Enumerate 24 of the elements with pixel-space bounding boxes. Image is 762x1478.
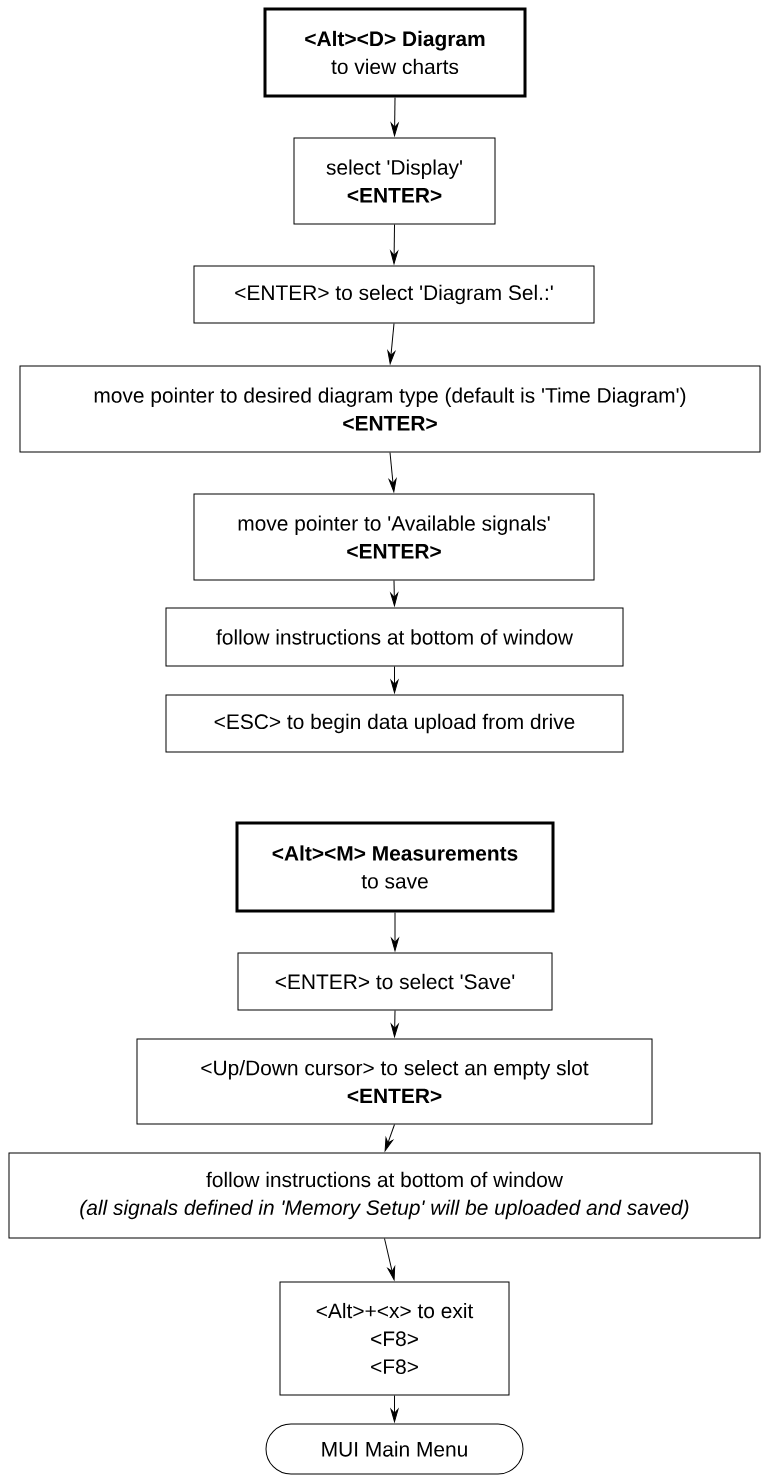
arrow xyxy=(390,1395,399,1423)
arrow xyxy=(390,580,399,607)
process-box: <Alt><M> Measurements to save xyxy=(235,821,555,913)
arrow xyxy=(388,452,397,493)
process-box: follow instructions at bottom of window xyxy=(165,607,624,667)
arrow xyxy=(384,1238,396,1281)
process-box: <Alt><D> Diagram to view charts xyxy=(263,7,527,98)
arrow xyxy=(390,1010,399,1038)
arrow xyxy=(390,224,399,265)
arrow xyxy=(384,1124,395,1152)
arrow xyxy=(391,912,399,952)
process-box: move pointer to desired diagram type (default is 'Time Diagram') <ENTER> xyxy=(19,365,761,453)
process-box: select 'Display' <ENTER> xyxy=(293,137,496,225)
arrow xyxy=(390,97,399,137)
arrow xyxy=(387,323,396,365)
process-box: follow instructions at bottom of window (all signals defined in 'Memory Setup' will be uploaded and saved) xyxy=(8,1152,761,1239)
process-box: <ENTER> to select 'Diagram Sel.:' xyxy=(193,265,595,324)
process-box: <Up/Down cursor> to select an empty slot <ENTER> xyxy=(136,1038,653,1125)
arrow xyxy=(390,666,399,694)
terminal-box: MUI Main Menu xyxy=(265,1423,524,1475)
process-box: <ENTER> to select 'Save' xyxy=(237,952,553,1011)
process-box: <Alt>+<x> to exit <F8> <F8> xyxy=(279,1281,510,1396)
process-box: <ESC> to begin data upload from drive xyxy=(165,694,624,753)
process-box: move pointer to 'Available signals' <ENTER> xyxy=(193,493,595,581)
